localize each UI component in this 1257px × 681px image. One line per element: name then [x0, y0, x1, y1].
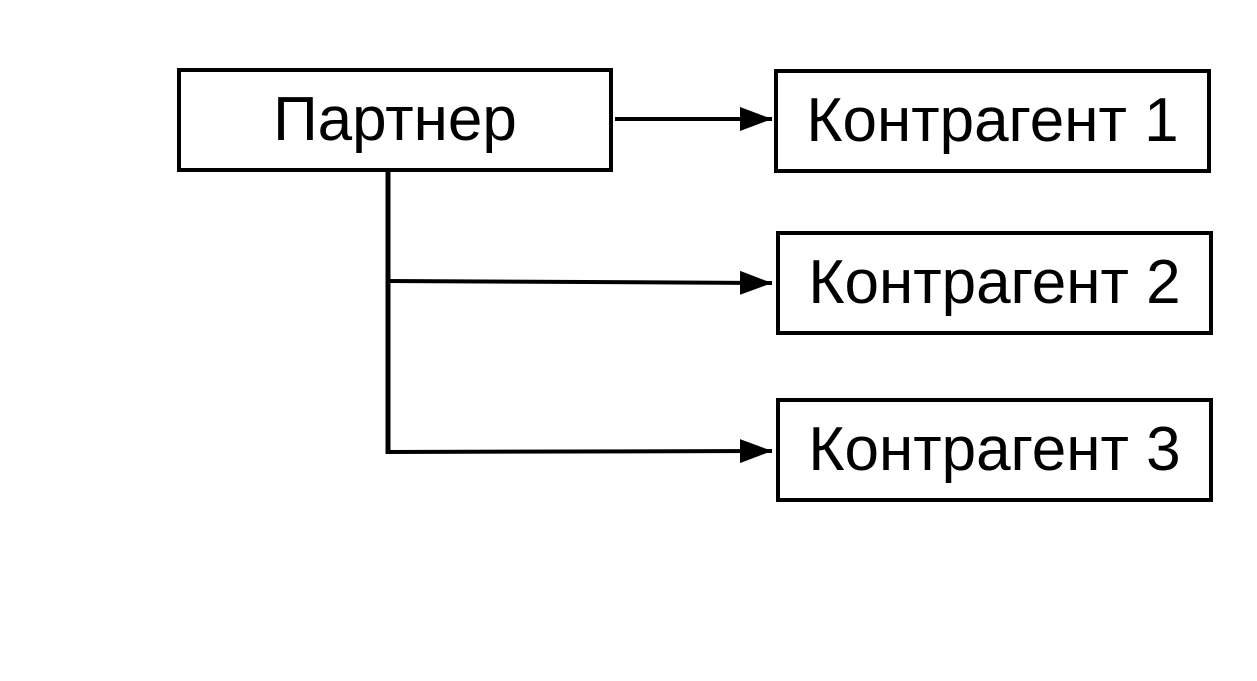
contractor-1-label: Контрагент 1: [806, 86, 1179, 155]
contractor-2-label: Контрагент 2: [808, 248, 1181, 317]
arrow-to-contractor-2: [385, 270, 773, 295]
arrow-to-contractor-3: [385, 439, 773, 464]
partner-box: Партнер: [177, 68, 613, 172]
contractor-2-box: Контрагент 2: [776, 231, 1213, 335]
contractor-1-box: Контрагент 1: [774, 69, 1211, 173]
contractor-3-box: Контрагент 3: [776, 398, 1213, 502]
contractor-3-label: Контрагент 3: [808, 415, 1181, 484]
partner-label: Партнер: [273, 85, 517, 154]
